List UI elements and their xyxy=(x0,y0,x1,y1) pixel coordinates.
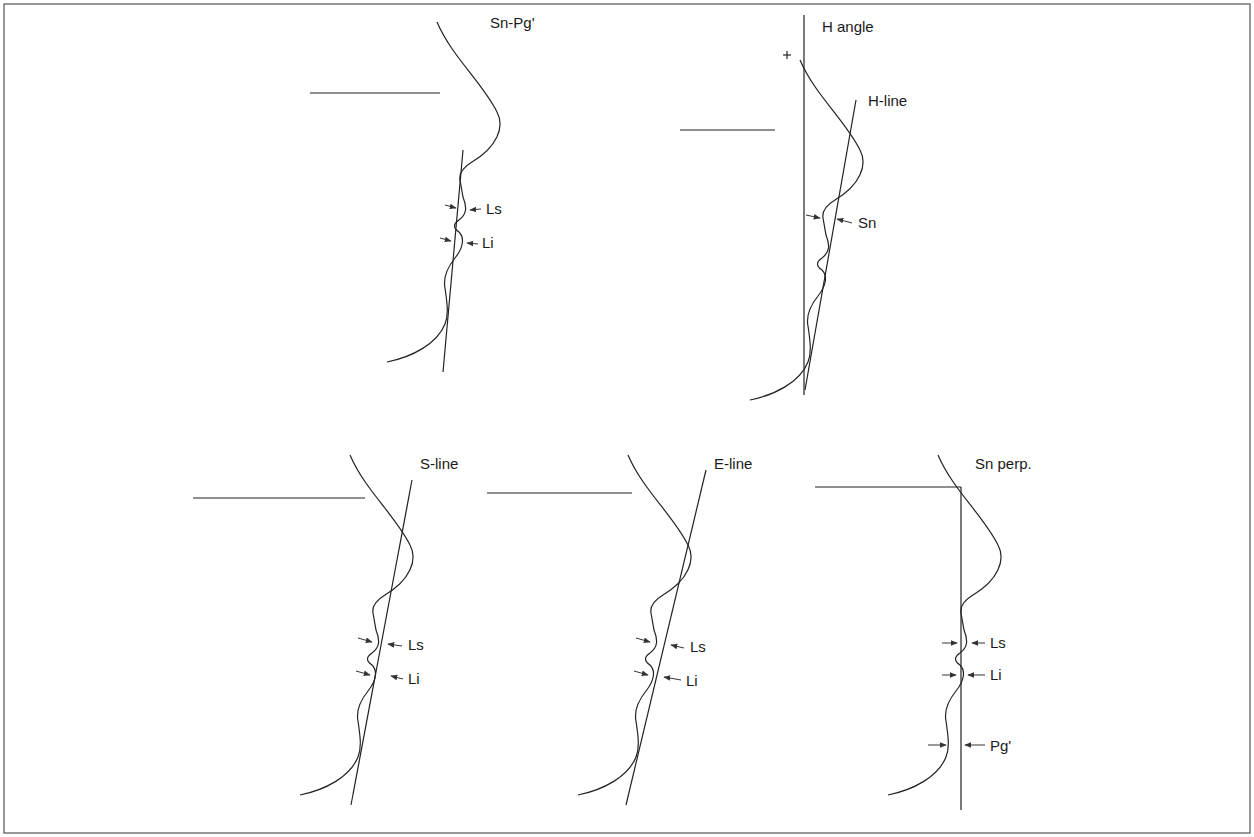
measurement-label: S-line xyxy=(420,455,458,472)
measurement-label: Ls xyxy=(990,634,1006,651)
measurement-label: E-line xyxy=(714,455,752,472)
profiles xyxy=(193,15,1001,810)
measurement-label: Ls xyxy=(486,200,502,217)
measurement-label: Li xyxy=(408,670,420,687)
measurement-label: Pg' xyxy=(990,737,1011,754)
measurement-label: Sn-Pg' xyxy=(490,14,535,31)
measurement-label: Li xyxy=(686,672,698,689)
frame xyxy=(4,4,1250,833)
measurement-label: Li xyxy=(482,234,494,251)
measurement-label: H angle xyxy=(822,18,874,35)
measurement-label: H-line xyxy=(868,92,907,109)
measurement-label: Ls xyxy=(690,638,706,655)
measure-arrows xyxy=(356,205,985,745)
measurement-label: Ls xyxy=(408,636,424,653)
measurement-label: Sn perp. xyxy=(975,455,1032,472)
measurement-label: Sn xyxy=(858,214,876,231)
measurement-label: Li xyxy=(990,666,1002,683)
